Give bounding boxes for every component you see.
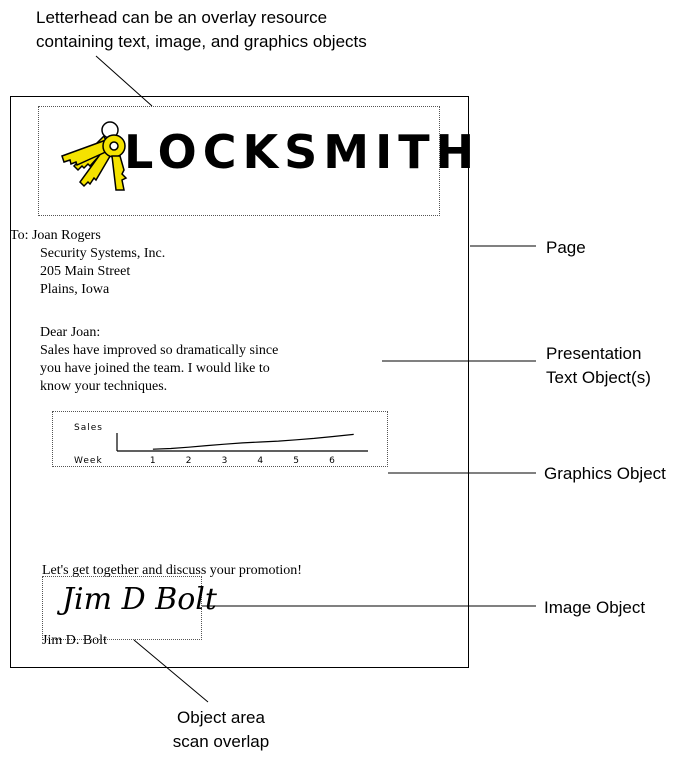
letterhead-annotation: Letterhead can be an overlay resource co… bbox=[36, 6, 367, 54]
image-object-annotation: Image Object bbox=[544, 598, 646, 617]
letterhead-annotation-line1: Letterhead can be an overlay resource bbox=[36, 8, 328, 27]
address-line-4: Plains, Iowa bbox=[40, 282, 110, 297]
keys-graphic bbox=[61, 121, 128, 191]
page-frame bbox=[10, 96, 469, 668]
x-tick-label: 5 bbox=[293, 456, 299, 466]
address-line-2: Security Systems, Inc. bbox=[40, 246, 166, 261]
graphics-object-annotation: Graphics Object bbox=[544, 464, 666, 483]
sales-line bbox=[152, 433, 354, 450]
y-axis-label: Sales bbox=[74, 423, 103, 433]
signature-image: Jim D Bolt bbox=[62, 582, 217, 617]
body-line-3: know your techniques. bbox=[40, 379, 168, 394]
keys-icon bbox=[61, 121, 128, 191]
scan-overlap-line2: scan overlap bbox=[172, 732, 270, 751]
address-line-1: To: Joan Rogers bbox=[10, 228, 101, 243]
logo-text: LOCKSMITH bbox=[124, 125, 481, 179]
x-tick-label: 1 bbox=[150, 456, 156, 466]
x-tick-label: 4 bbox=[257, 456, 263, 466]
x-axis-label: Week bbox=[74, 456, 103, 466]
letterhead-area bbox=[38, 106, 440, 216]
scan-overlap-annotation: Object area scan overlap bbox=[166, 706, 276, 754]
address-line-3: 205 Main Street bbox=[40, 264, 131, 279]
scan-overlap-line1: Object area bbox=[177, 708, 265, 727]
body-line-1: Sales have improved so dramatically sinc… bbox=[40, 343, 279, 358]
greeting: Dear Joan: bbox=[40, 325, 101, 340]
x-tick-label: 2 bbox=[186, 456, 192, 466]
x-tick-label: 3 bbox=[222, 456, 228, 466]
graphics-object-area bbox=[52, 411, 388, 467]
presentation-annotation-line2: Text Object(s) bbox=[546, 368, 651, 387]
closing-line: Let's get together and discuss your prom… bbox=[42, 563, 302, 578]
image-object-area bbox=[42, 576, 202, 640]
page-annotation: Page bbox=[546, 238, 586, 257]
letterhead-annotation-line2: containing text, image, and graphics obj… bbox=[36, 32, 367, 51]
signer-name: Jim D. Bolt bbox=[42, 633, 107, 648]
presentation-annotation-line1: Presentation bbox=[546, 344, 642, 363]
body-line-2: you have joined the team. I would like t… bbox=[40, 361, 270, 376]
x-tick-label: 6 bbox=[329, 456, 335, 466]
presentation-text-annotation: Presentation Text Object(s) bbox=[546, 342, 651, 390]
